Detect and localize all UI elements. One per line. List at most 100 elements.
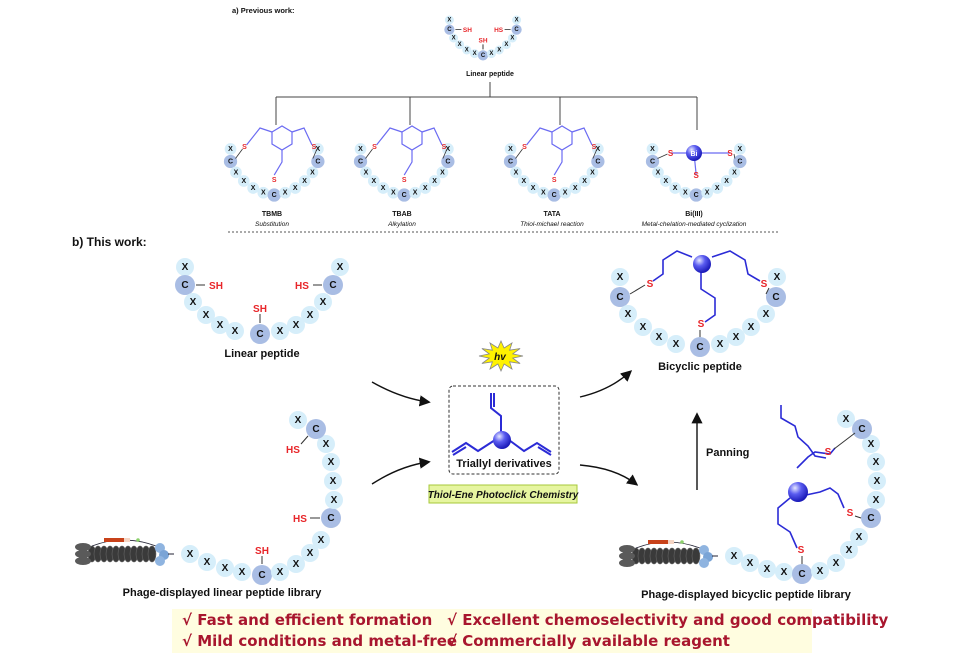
x-label: X [673,185,678,192]
cysteine-residue [861,508,881,528]
x-label: X [673,339,680,350]
arrow-phage-to-reagent [371,457,431,485]
x-label: X [868,439,875,450]
x-residue [559,186,571,199]
previous-linear-peptide-label: Linear peptide [466,71,514,78]
x-residue [289,411,307,429]
method-description: Metal-chelation-mediated cyclization [642,221,747,228]
x-label: X [617,272,624,283]
x-residue [233,563,251,581]
thiol-label: HS [295,281,309,292]
cysteine-label: C [650,158,655,165]
benefits-box: √ Fast and efficient formation √ Excelle… [172,609,888,653]
arrow-to-phage-bicyclic [579,464,639,486]
phage-bicyclic-label: Phage-displayed bicyclic peptide library [641,589,852,601]
x-label: X [473,51,477,57]
x-label: X [337,262,344,273]
cysteine-residue [323,275,343,295]
linker-arm [273,150,283,176]
x-residue [867,453,885,471]
cysteine-residue [591,154,605,169]
x-label: X [293,559,300,570]
x-label: X [302,178,307,185]
phage-insert [648,540,668,544]
x-residue [257,186,270,199]
x-residue [727,328,745,346]
x-label: X [748,322,755,333]
x-residue [494,45,504,55]
x-label: X [650,146,655,153]
method-branch-lines [275,82,698,130]
bond [442,148,448,159]
x-residue [455,40,465,50]
x-residue [271,563,289,581]
x-residue [470,49,480,59]
cysteine-label: C [181,280,188,291]
x-label: X [190,297,197,308]
x-label: X [873,495,880,506]
x-label: X [573,185,578,192]
x-label: X [843,414,850,425]
linker-arm [805,487,845,509]
cysteine-residue [852,419,872,439]
x-residue [611,268,629,286]
sulfur-label: S [647,279,654,290]
x-residue [428,175,441,187]
x-residue [669,182,681,194]
x-residue [176,258,194,276]
linker-arm [571,127,593,146]
x-residue [510,166,522,179]
core-sphere-icon [693,255,711,273]
linker-arm [526,127,553,146]
phage-insert [668,540,674,544]
cysteine-residue [733,154,747,169]
linker-arm [291,127,313,146]
x-residue [725,547,743,565]
x-label: X [510,36,514,42]
x-residue [317,435,335,453]
bond [312,148,318,159]
cysteine-label: C [595,158,600,165]
x-label: X [203,310,210,321]
x-residue [197,306,215,324]
x-label: X [239,567,246,578]
x-label: X [747,558,754,569]
cysteine-label: C [445,158,450,165]
x-residue [301,306,319,324]
cysteine-label: C [481,53,486,59]
bond [592,148,598,159]
x-label: X [241,178,246,185]
cysteine-residue [252,565,272,585]
x-label: X [328,457,335,468]
x-label: X [764,564,771,575]
bond [235,148,243,159]
cysteine-label: C [867,513,874,524]
cysteine-label: C [694,192,699,199]
phage-coat-segment [147,545,157,563]
x-residue [271,322,289,340]
x-residue [768,268,786,286]
x-label: X [465,48,469,54]
x-label: X [307,310,314,321]
linear-peptide-label: Linear peptide [224,348,299,360]
bismuth-atom-icon [686,145,702,161]
x-label: X [458,42,462,48]
section-b-label: b) This work: [72,235,147,249]
linker-arm [652,250,693,282]
x-label: X [497,48,501,54]
cysteine-residue [547,188,561,202]
phage-tail [75,557,91,565]
x-residue [387,186,400,199]
x-residue [230,166,242,179]
x-residue [537,186,550,199]
sulfur-label: S [761,279,768,290]
cysteine-label: C [402,192,407,199]
x-label: X [817,566,824,577]
x-label: X [331,495,338,506]
x-label: X [234,169,239,176]
x-label: X [277,567,284,578]
x-label: X [330,476,337,487]
x-residue [527,182,539,194]
x-residue [840,541,858,559]
